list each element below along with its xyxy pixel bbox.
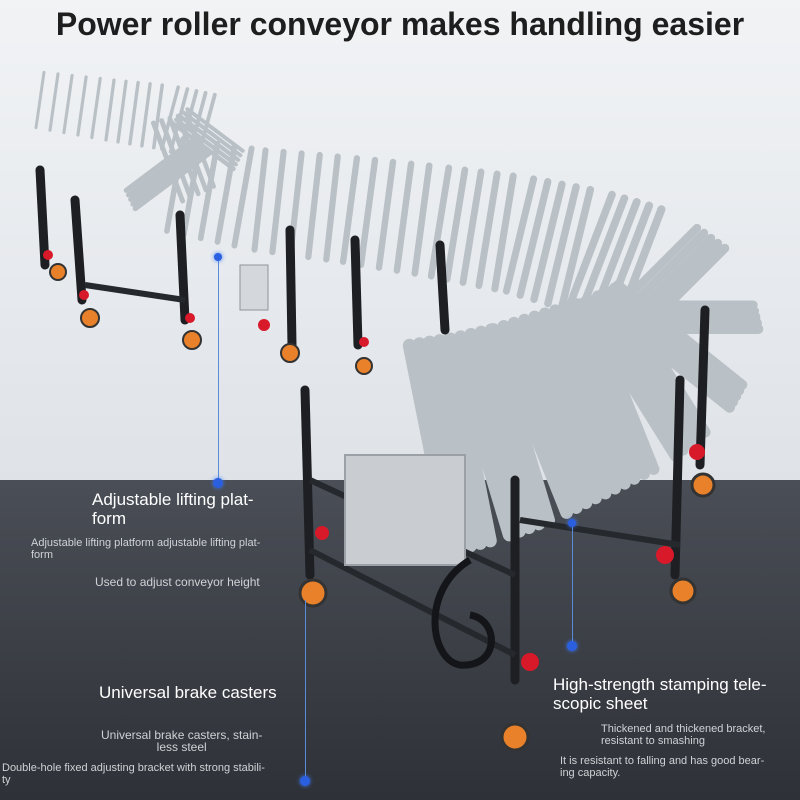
roller bbox=[518, 313, 602, 505]
power-cable bbox=[431, 557, 495, 669]
brake-casters-note: Double-hole fixed adjusting bracket with… bbox=[2, 762, 265, 786]
brake-casters-heading: Universal brake casters bbox=[99, 683, 277, 702]
roller bbox=[104, 78, 116, 142]
callout-dot-sheet bbox=[567, 641, 577, 651]
roller bbox=[502, 175, 538, 295]
roller bbox=[34, 70, 46, 130]
roller bbox=[152, 83, 164, 150]
roller bbox=[130, 147, 208, 207]
lifting-platform-heading: Adjustable lifting plat- form bbox=[92, 490, 254, 528]
callout-dot-lifting bbox=[213, 478, 223, 488]
telescopic-sheet-heading: High-strength stamping tele- scopic shee… bbox=[553, 675, 767, 713]
roller bbox=[62, 73, 74, 135]
casters bbox=[49, 263, 716, 752]
lifting-platform-description: Adjustable lifting platform adjustable l… bbox=[31, 537, 261, 561]
roller bbox=[140, 82, 152, 148]
roller bbox=[557, 185, 595, 312]
roller bbox=[583, 294, 689, 456]
roller bbox=[475, 170, 501, 290]
roller bbox=[549, 304, 631, 490]
roller bbox=[612, 280, 748, 390]
roller bbox=[411, 162, 433, 277]
roller bbox=[128, 80, 140, 146]
roller bbox=[459, 168, 485, 286]
roller bbox=[323, 153, 341, 263]
roller bbox=[443, 166, 469, 283]
roller bbox=[181, 138, 203, 238]
roller bbox=[516, 178, 552, 299]
roller bbox=[443, 332, 497, 548]
roller bbox=[214, 143, 238, 245]
roller bbox=[559, 301, 641, 485]
roller bbox=[393, 160, 415, 274]
roller bbox=[197, 140, 221, 242]
callout-dot-casters bbox=[300, 776, 310, 786]
roller bbox=[181, 110, 243, 158]
lifting-platform-note: Used to adjust conveyor height bbox=[95, 575, 260, 589]
leader-line-lifting bbox=[218, 258, 219, 484]
leader-line-sheet bbox=[572, 524, 573, 646]
roller bbox=[544, 183, 580, 308]
roller bbox=[497, 320, 583, 514]
roller bbox=[251, 147, 269, 253]
telescopic-sheet-description: Thickened and thickened bracket, resista… bbox=[601, 723, 766, 747]
roller bbox=[433, 334, 487, 550]
roller bbox=[507, 316, 593, 510]
roller bbox=[474, 325, 546, 531]
roller bbox=[174, 117, 238, 167]
roller bbox=[76, 75, 88, 137]
control-box bbox=[239, 264, 269, 311]
roller bbox=[528, 310, 612, 500]
telescopic-sheet-note: It is resistant to falling and has good … bbox=[560, 755, 765, 779]
roller bbox=[484, 323, 555, 527]
callout-dot-lifting-top bbox=[214, 253, 222, 261]
roller bbox=[530, 180, 566, 303]
roller bbox=[564, 190, 616, 314]
roller bbox=[580, 295, 660, 475]
roller bbox=[607, 284, 745, 396]
roller bbox=[427, 164, 453, 280]
leader-line-casters bbox=[305, 600, 306, 780]
roller bbox=[570, 298, 650, 480]
roller bbox=[116, 79, 128, 144]
page-title: Power roller conveyor makes handling eas… bbox=[55, 6, 745, 42]
motor-box bbox=[344, 454, 466, 566]
roller bbox=[269, 148, 287, 256]
roller bbox=[305, 151, 323, 261]
roller bbox=[357, 156, 379, 268]
roller bbox=[90, 76, 102, 140]
roller bbox=[48, 72, 60, 132]
roller bbox=[231, 145, 255, 249]
roller bbox=[539, 307, 621, 495]
callout-dot-sheet-top bbox=[568, 519, 576, 527]
roller bbox=[164, 136, 186, 234]
brake-casters-description: Universal brake casters, stain- less ste… bbox=[101, 728, 263, 754]
brake-knobs bbox=[43, 250, 705, 671]
roller bbox=[491, 172, 517, 293]
roller bbox=[375, 158, 397, 271]
roller bbox=[454, 330, 526, 538]
roller bbox=[609, 282, 711, 438]
roller bbox=[125, 140, 201, 198]
roller bbox=[339, 155, 361, 265]
roller bbox=[128, 144, 204, 202]
